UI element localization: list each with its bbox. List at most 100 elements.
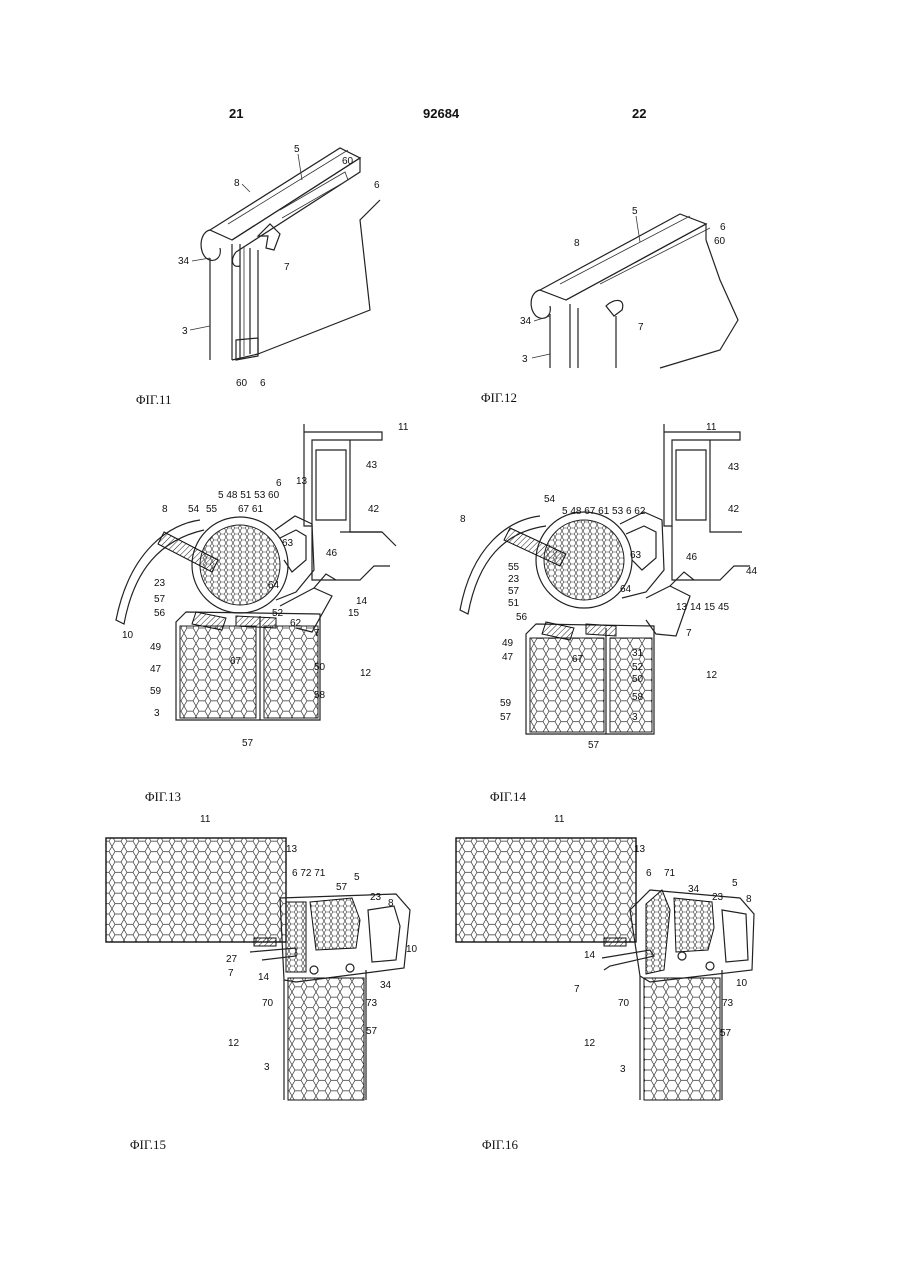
patent-number: 92684 [423, 106, 459, 121]
label-row: 6 72 71 [292, 868, 326, 879]
label-3: 3 [632, 712, 638, 723]
label-34: 34 [520, 316, 532, 327]
label-57-bottom: 57 [366, 1026, 378, 1037]
label-58: 58 [632, 692, 644, 703]
label-44: 44 [746, 566, 758, 577]
figure-16: 11 13 6 71 34 5 23 8 14 10 7 70 73 57 12… [450, 810, 780, 1110]
label-6-top: 6 [374, 180, 380, 191]
label-42: 42 [368, 504, 380, 515]
label-7: 7 [228, 968, 234, 979]
page-number-right: 22 [632, 106, 646, 121]
label-3: 3 [264, 1062, 270, 1073]
label-31: 31 [632, 648, 644, 659]
figure-11-drawing: 5 60 8 6 34 7 3 60 6 [170, 140, 400, 380]
label-64: 64 [268, 580, 280, 591]
label-50: 50 [632, 674, 644, 685]
label-14: 14 [356, 596, 368, 607]
figure-16-caption: ΦΙΓ.16 [482, 1137, 518, 1153]
label-70: 70 [262, 998, 274, 1009]
label-57: 57 [154, 594, 166, 605]
figure-16-drawing: 11 13 6 71 34 5 23 8 14 10 7 70 73 57 12… [450, 810, 780, 1110]
figure-13-drawing: 11 43 13 6 42 5 48 51 53 60 67 61 8 54 5… [100, 420, 430, 760]
label-54: 54 [544, 494, 556, 505]
label-8: 8 [388, 898, 394, 909]
label-62: 62 [290, 618, 302, 629]
label-8: 8 [574, 238, 580, 249]
label-12: 12 [228, 1038, 240, 1049]
figure-11-caption: ΦΙΓ.11 [136, 392, 172, 408]
page-number-left: 21 [229, 106, 243, 121]
label-34: 34 [178, 256, 190, 267]
label-42: 42 [728, 504, 740, 515]
figure-11: 5 60 8 6 34 7 3 60 6 [170, 140, 400, 380]
label-60-top: 60 [342, 156, 354, 167]
label-6-bottom: 6 [260, 378, 266, 389]
label-67: 67 [572, 654, 584, 665]
label-27: 27 [226, 954, 238, 965]
label-73: 73 [722, 998, 734, 1009]
label-23: 23 [508, 574, 520, 585]
figure-14-drawing: 11 43 54 5 48 67 61 53 6 62 42 8 55 63 4… [450, 420, 780, 760]
label-10: 10 [406, 944, 418, 955]
label-47: 47 [502, 652, 514, 663]
label-5: 5 [632, 206, 638, 217]
label-34: 34 [688, 884, 700, 895]
figure-12: 5 6 8 60 34 7 3 [510, 200, 750, 375]
label-55: 55 [508, 562, 520, 573]
label-7: 7 [574, 984, 580, 995]
label-64: 64 [620, 584, 632, 595]
label-70: 70 [618, 998, 630, 1009]
label-43: 43 [366, 460, 378, 471]
label-7: 7 [314, 628, 320, 639]
label-row-top: 5 48 67 61 53 6 62 [562, 506, 646, 517]
label-8: 8 [234, 178, 240, 189]
label-13: 13 [676, 602, 688, 613]
label-46: 46 [326, 548, 338, 559]
label-5: 5 [354, 872, 360, 883]
label-7: 7 [284, 262, 290, 273]
label-54: 54 [188, 504, 200, 515]
label-56: 56 [516, 612, 528, 623]
label-43: 43 [728, 462, 740, 473]
label-45: 45 [718, 602, 730, 613]
figure-13-caption: ΦΙΓ.13 [145, 789, 181, 805]
label-13: 13 [286, 844, 298, 855]
label-11: 11 [706, 422, 717, 433]
label-23: 23 [154, 578, 166, 589]
label-60: 60 [714, 236, 726, 247]
label-11: 11 [554, 814, 565, 825]
label-56: 56 [154, 608, 166, 619]
label-23: 23 [370, 892, 382, 903]
label-52: 52 [272, 608, 284, 619]
label-8: 8 [162, 504, 168, 515]
label-63: 63 [282, 538, 294, 549]
figure-14: 11 43 54 5 48 67 61 53 6 62 42 8 55 63 4… [450, 420, 780, 760]
figure-13: 11 43 13 6 42 5 48 51 53 60 67 61 8 54 5… [100, 420, 430, 760]
label-14: 14 [258, 972, 270, 983]
label-12: 12 [360, 668, 372, 679]
label-13: 13 [296, 476, 308, 487]
label-49: 49 [150, 642, 162, 653]
label-59: 59 [500, 698, 512, 709]
figure-14-caption: ΦΙΓ.14 [490, 789, 526, 805]
label-71: 71 [664, 868, 676, 879]
label-47: 47 [150, 664, 162, 675]
label-6: 6 [646, 868, 652, 879]
label-10: 10 [122, 630, 134, 641]
figure-12-caption: ΦΙΓ.12 [481, 390, 517, 406]
label-3: 3 [620, 1064, 626, 1075]
label-73: 73 [366, 998, 378, 1009]
label-67: 67 [230, 656, 242, 667]
label-34: 34 [380, 980, 392, 991]
label-5: 5 [294, 144, 300, 155]
label-55: 55 [206, 504, 218, 515]
label-8: 8 [460, 514, 466, 525]
label-row-top: 5 48 51 53 60 [218, 490, 280, 501]
label-57: 57 [508, 586, 520, 597]
label-58: 58 [314, 690, 326, 701]
figure-12-drawing: 5 6 8 60 34 7 3 [510, 200, 750, 375]
label-12: 12 [584, 1038, 596, 1049]
label-7: 7 [686, 628, 692, 639]
label-3: 3 [522, 354, 528, 365]
label-10: 10 [736, 978, 748, 989]
